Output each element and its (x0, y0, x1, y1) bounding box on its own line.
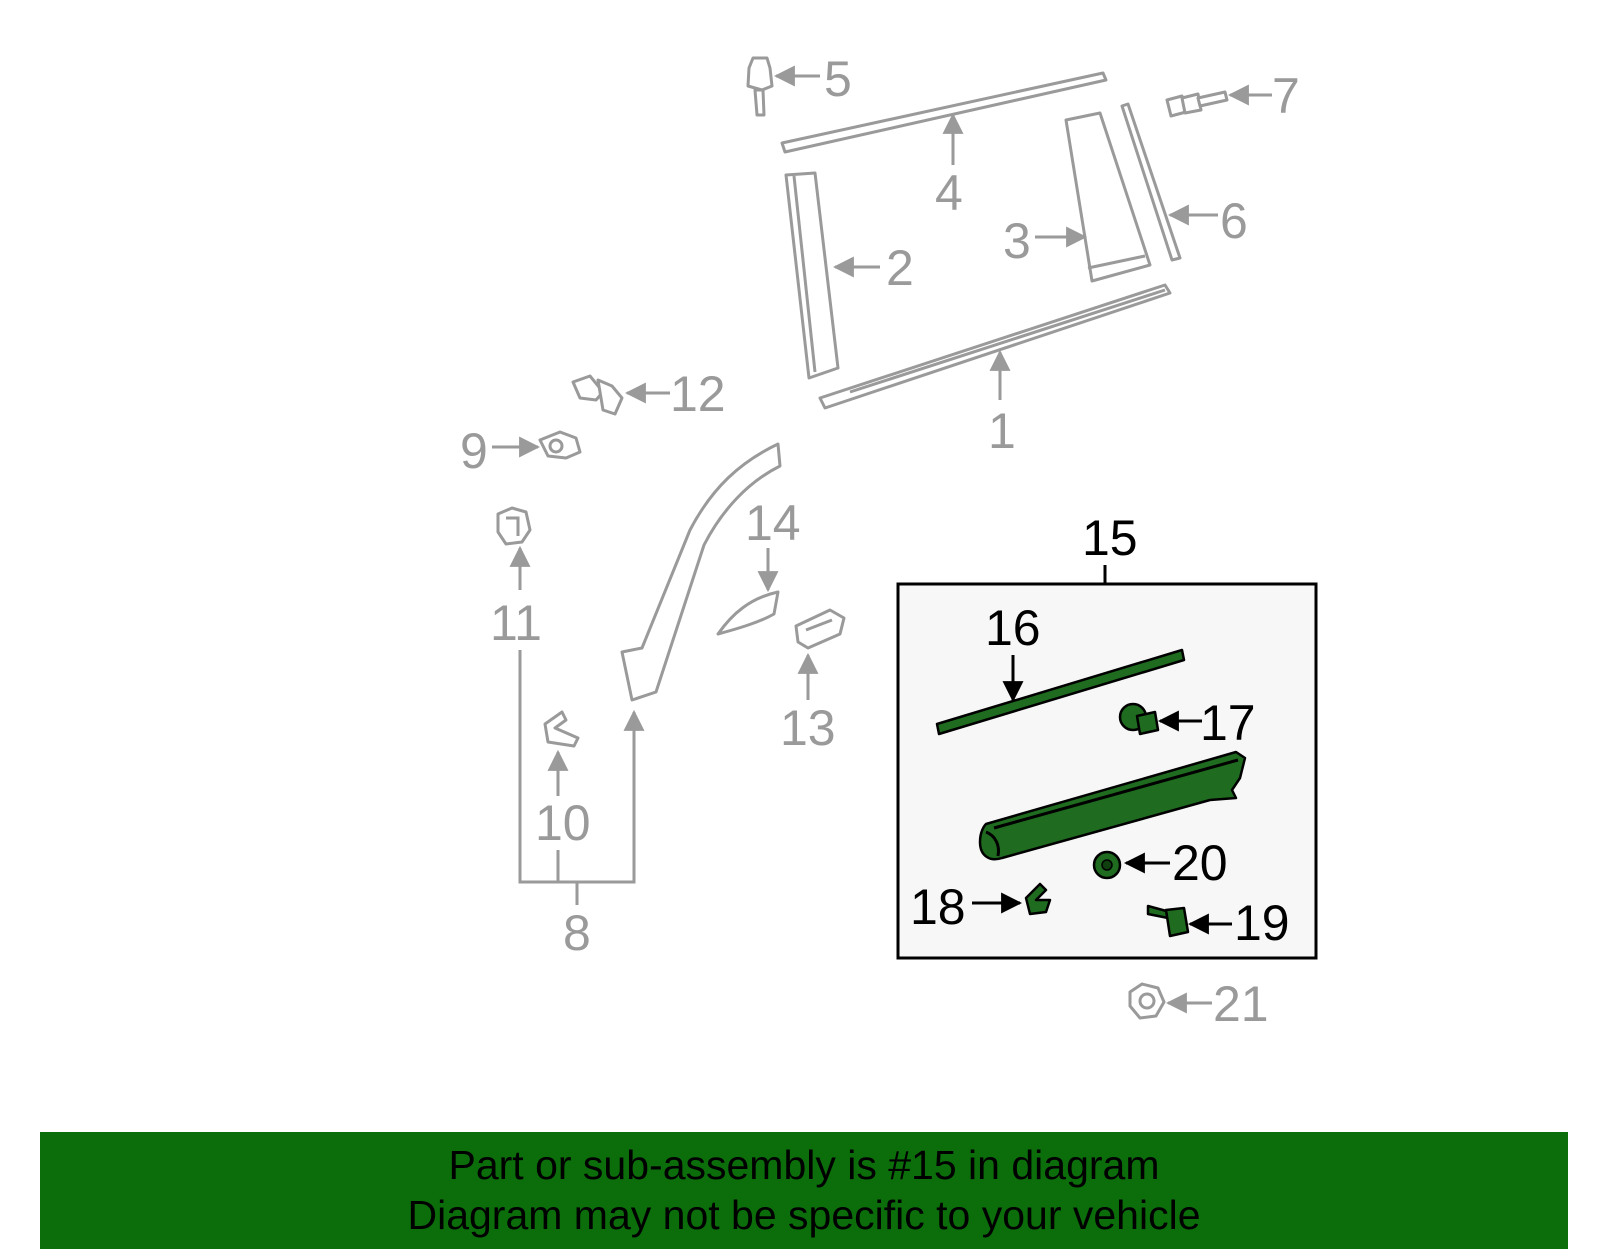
part-10-label: 10 (535, 795, 591, 851)
part-6-shape[interactable] (1120, 102, 1182, 262)
part-20-shape[interactable] (1092, 850, 1122, 880)
banner-line-2: Diagram may not be specific to your vehi… (407, 1192, 1201, 1238)
part-12-label: 12 (670, 366, 726, 422)
part-1-shape[interactable] (818, 283, 1172, 410)
part-15-subassembly-box[interactable] (896, 582, 1318, 960)
part-8-label: 8 (563, 905, 591, 961)
part-13-shape[interactable] (794, 608, 846, 650)
part-11-label: 11 (490, 595, 542, 651)
part-18-label: 18 (910, 879, 966, 935)
part-5-label: 5 (824, 51, 852, 107)
part-17-label: 17 (1200, 695, 1256, 751)
part-2-shape[interactable] (784, 171, 840, 380)
part-6-label: 6 (1220, 193, 1248, 249)
part-21-shape[interactable] (1128, 982, 1166, 1020)
part-16-shape[interactable] (935, 648, 1186, 736)
part-4-shape[interactable] (780, 71, 1108, 154)
part-14-label: 14 (745, 495, 801, 551)
part-21-label: 21 (1213, 976, 1269, 1032)
info-banner: Part or sub-assembly is #15 in diagram D… (40, 1132, 1568, 1249)
part-14-shape[interactable] (716, 590, 780, 636)
part-10-shape[interactable] (543, 710, 580, 748)
part-12-shape[interactable] (571, 374, 624, 416)
part-9-shape[interactable] (538, 430, 582, 460)
part-2-label: 2 (886, 240, 914, 296)
part-18-shape[interactable] (1024, 882, 1052, 916)
part-13-label: 13 (780, 700, 836, 756)
part-19-label: 19 (1234, 895, 1290, 951)
part-15-moulding-shape[interactable] (978, 750, 1247, 861)
part-1-label: 1 (988, 403, 1016, 459)
part-11-shape[interactable] (496, 506, 532, 546)
part-3-label: 3 (1003, 213, 1031, 269)
part-7-shape[interactable] (1165, 90, 1229, 118)
part-20-label: 20 (1172, 835, 1228, 891)
part-9-label: 9 (460, 423, 488, 479)
part-7-label: 7 (1272, 68, 1300, 124)
part-16-label: 16 (985, 600, 1041, 656)
part-15-label: 15 (1082, 510, 1138, 566)
part-5-shape[interactable] (746, 56, 774, 117)
part-4-label: 4 (935, 165, 963, 221)
banner-line-1: Part or sub-assembly is #15 in diagram (448, 1142, 1160, 1188)
part-8-shape[interactable] (620, 442, 782, 702)
